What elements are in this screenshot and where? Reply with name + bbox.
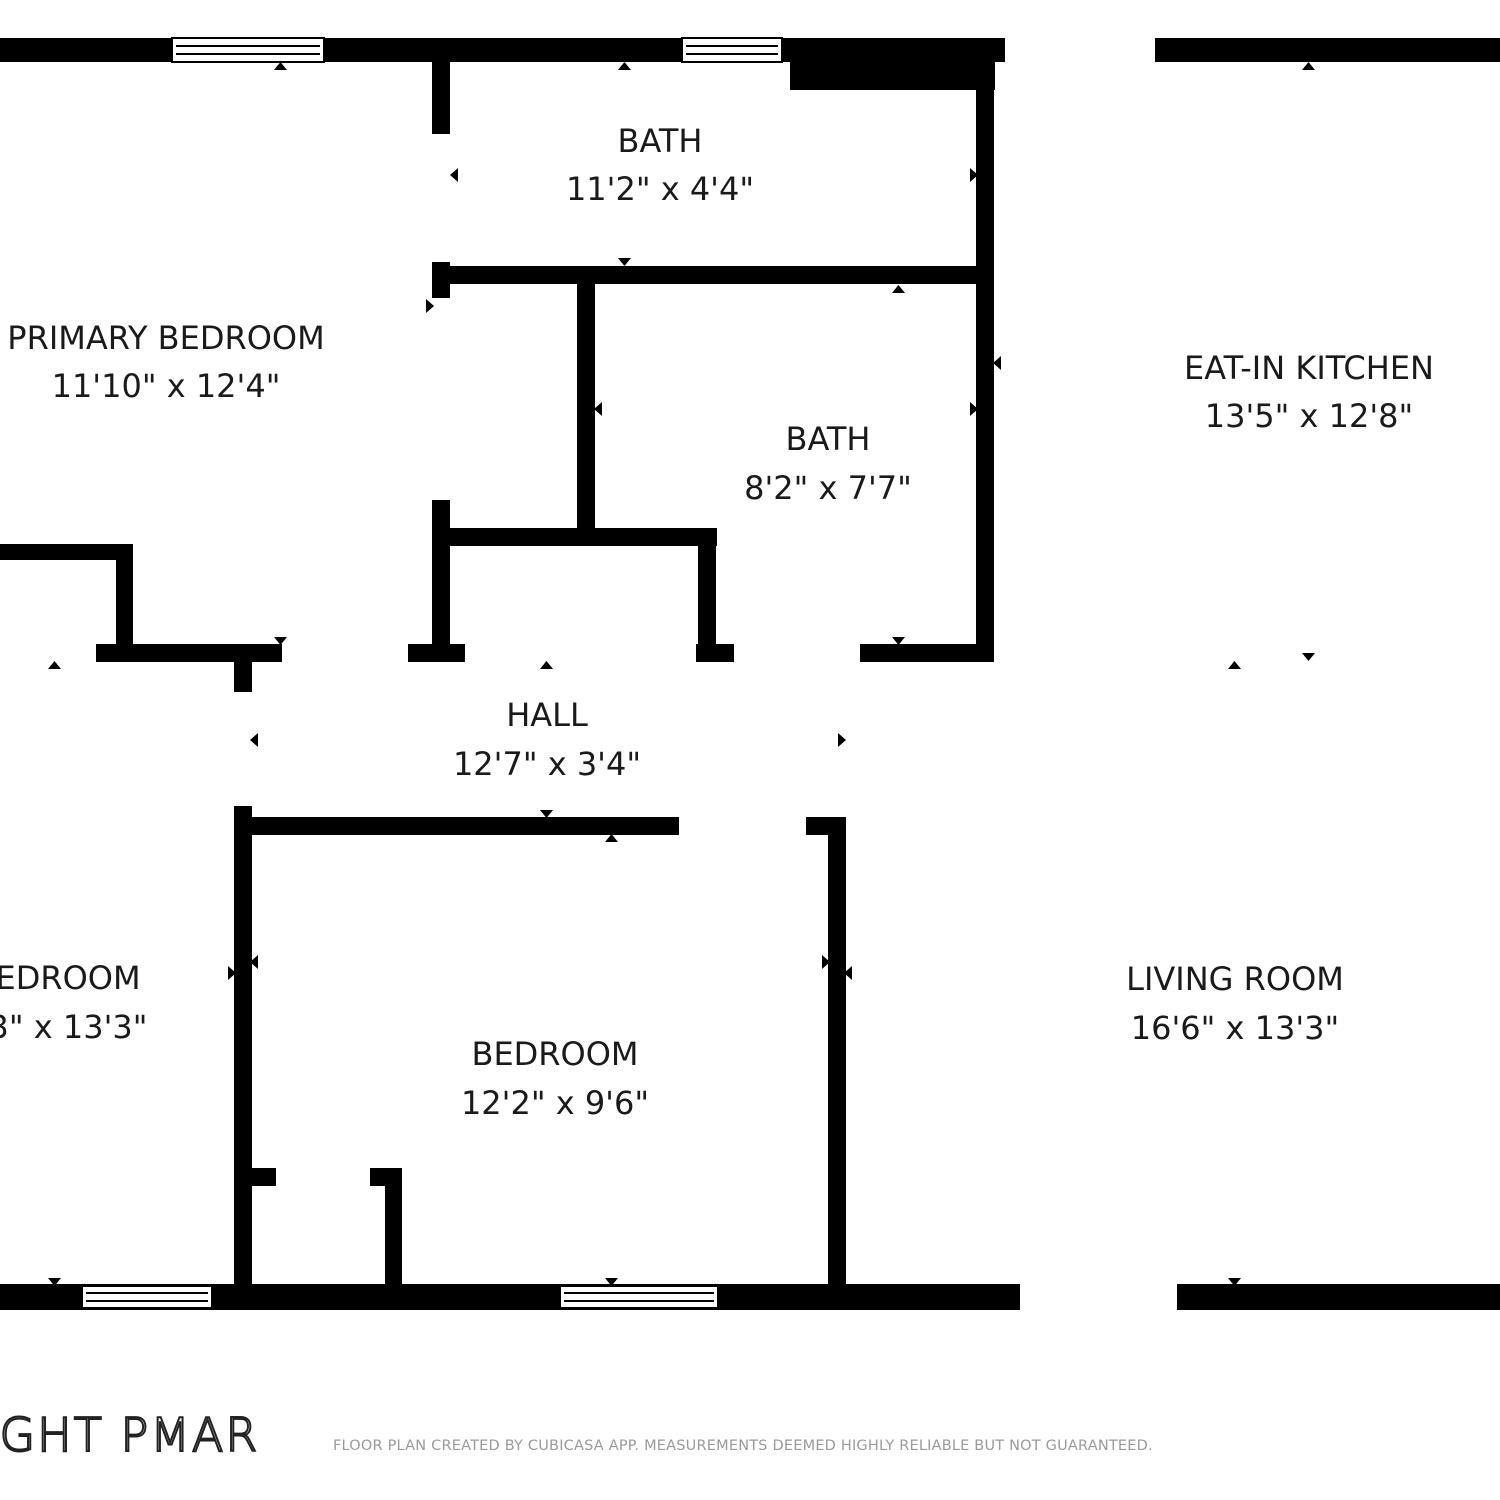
exterior-top-wall [0,38,1500,90]
room-label-living-room: LIVING ROOM 16'6" x 13'3" [1126,960,1344,1047]
room-name: PRIMARY BEDROOM [7,319,324,357]
room-name: BATH [786,420,871,458]
disclaimer-text: FLOOR PLAN CREATED BY CUBICASA APP. MEAS… [333,1438,1153,1454]
room-dimensions: 3" x 13'3" [0,1008,147,1046]
room-label-kitchen: EAT-IN KITCHEN 13'5" x 12'8" [1184,349,1434,435]
room-dimensions: 12'2" x 9'6" [461,1084,649,1122]
watermark: RIGHT PMAR [0,1408,270,1458]
room-label-bath-top: BATH 11'2" x 4'4" [566,122,754,208]
room-name: EDROOM [0,959,141,997]
dimension-markers [48,62,1315,1286]
room-label-primary-bedroom: PRIMARY BEDROOM 11'10" x 12'4" [7,319,324,405]
room-name: BATH [618,122,703,160]
room-label-bedroom-center: BEDROOM 12'2" x 9'6" [461,1035,649,1122]
interior-walls [0,62,994,1310]
room-dimensions: 13'5" x 12'8" [1205,397,1413,435]
room-dimensions: 11'10" x 12'4" [52,367,281,405]
room-label-bath-middle: BATH 8'2" x 7'7" [744,420,912,507]
room-name: EAT-IN KITCHEN [1184,349,1434,387]
room-dimensions: 11'2" x 4'4" [566,170,754,208]
window-top-bath [681,37,783,63]
room-dimensions: 16'6" x 13'3" [1131,1009,1339,1047]
room-dimensions: 12'7" x 3'4" [453,745,641,783]
room-name: LIVING ROOM [1126,960,1344,998]
room-dimensions: 8'2" x 7'7" [744,469,912,507]
room-label-bedroom-left: EDROOM 3" x 13'3" [0,959,147,1046]
watermark-text: RIGHT PMAR [0,1408,260,1458]
room-name: BEDROOM [471,1035,638,1073]
window-bottom-bedroom [559,1285,719,1309]
room-name: HALL [506,696,588,734]
window-top-left [171,37,325,63]
room-label-hall: HALL 12'7" x 3'4" [453,696,641,783]
window-bottom-left [81,1285,213,1309]
exterior-bottom-wall [0,1284,1500,1310]
